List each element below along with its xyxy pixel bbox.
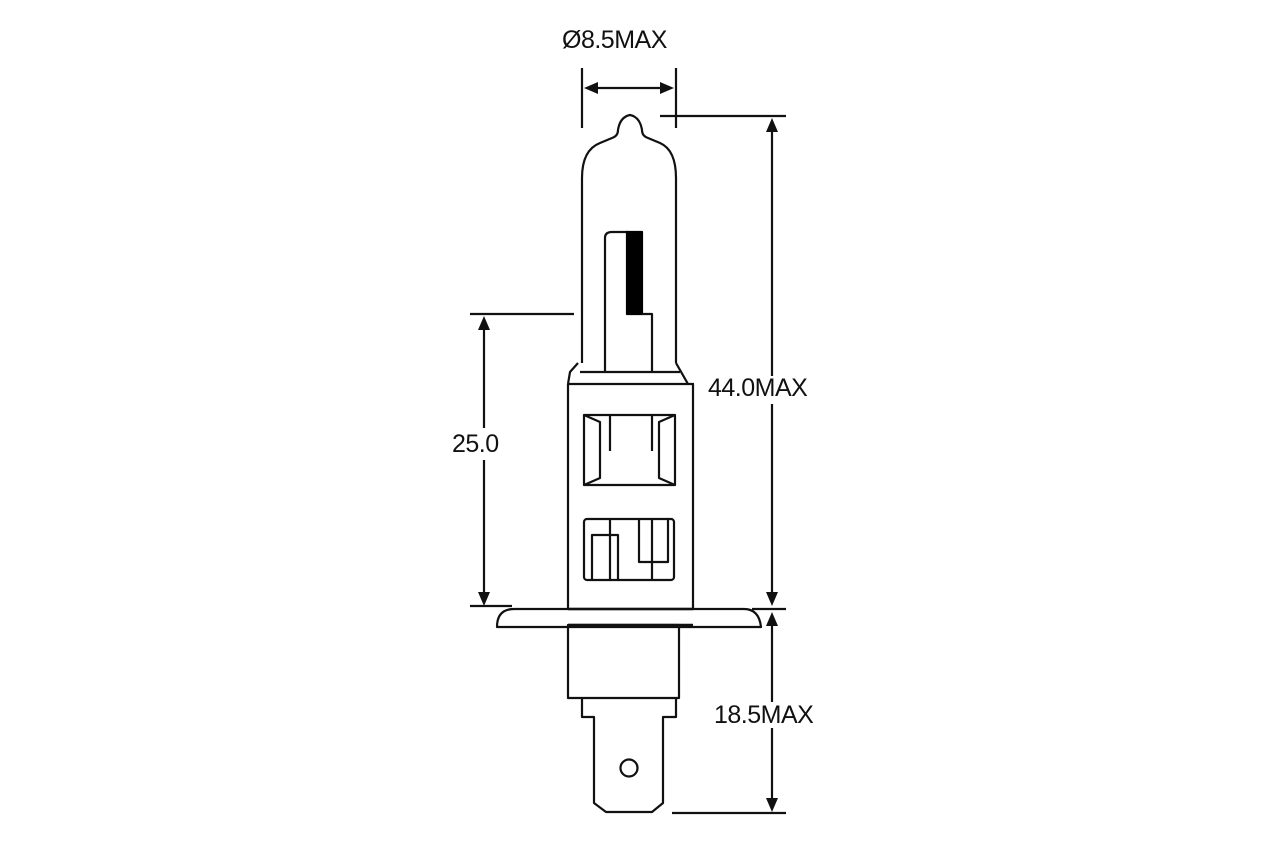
base-collar	[566, 362, 694, 386]
overall-height-label: 44.0MAX	[708, 374, 808, 402]
terminal-hole	[619, 758, 639, 778]
base-length-label: 18.5MAX	[714, 701, 814, 729]
upper-window	[582, 413, 677, 487]
filament	[625, 230, 644, 316]
terminal-tab	[580, 698, 678, 814]
lower-window	[582, 517, 676, 582]
diameter-label: Ø8.5MAX	[562, 26, 667, 54]
lead-wire-left	[603, 230, 628, 372]
base-body	[566, 623, 681, 700]
lead-wire-right	[642, 312, 654, 372]
base-body-upper	[566, 384, 695, 608]
flange	[495, 607, 763, 629]
glass-envelope	[580, 113, 678, 363]
light-center-height-label: 25.0	[452, 430, 499, 458]
